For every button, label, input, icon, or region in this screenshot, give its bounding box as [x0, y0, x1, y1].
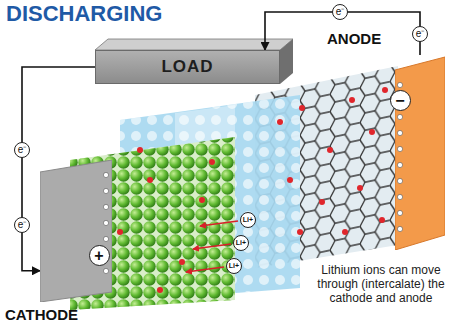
electron-marker: e⁻: [14, 217, 30, 233]
electron-dot: [103, 188, 108, 193]
load-label: LOAD: [161, 57, 213, 77]
cathode-plate: CATHODE: [40, 160, 112, 302]
electron-dot: [103, 220, 108, 225]
lithium-ion: Li+: [226, 258, 242, 274]
load-top-face: [95, 39, 293, 50]
explanatory-note: Lithium ions can move through (intercala…: [300, 262, 462, 306]
polarity-sign: +: [89, 245, 110, 266]
cathode-plate-shape: [40, 160, 112, 302]
load-side-face: [280, 39, 293, 84]
electron-dot: [397, 146, 402, 151]
electron-marker: e⁻: [332, 4, 348, 20]
anode-plate: ANODE: [395, 55, 445, 250]
load-box: LOAD: [95, 50, 280, 84]
electron-dot: [397, 162, 402, 167]
anode-plate-face: [395, 57, 445, 250]
electron-dot: [397, 130, 402, 135]
electron-dot: [103, 204, 108, 209]
electron-marker: e⁻: [14, 142, 30, 158]
anode-plate-shape: [395, 55, 445, 250]
electrode-label: ANODE: [327, 30, 381, 47]
electron-dot: [397, 178, 402, 183]
electron-dot: [103, 268, 108, 273]
electron-dot: [103, 172, 108, 177]
polarity-sign: −: [390, 90, 411, 111]
electron-marker: e⁻: [412, 26, 428, 42]
electrode-label: CATHODE: [5, 306, 78, 323]
electron-dot: [103, 236, 108, 241]
lithium-ion: Li+: [233, 235, 249, 251]
electron-dot: [397, 114, 402, 119]
diagram-title: DISCHARGING: [6, 1, 162, 27]
electron-dot: [397, 82, 402, 87]
cathode-plate-face: [40, 160, 112, 302]
electron-dot: [397, 226, 402, 231]
electron-dot: [397, 210, 402, 215]
electron-dot: [397, 194, 402, 199]
lithium-ion: Li+: [240, 212, 256, 228]
